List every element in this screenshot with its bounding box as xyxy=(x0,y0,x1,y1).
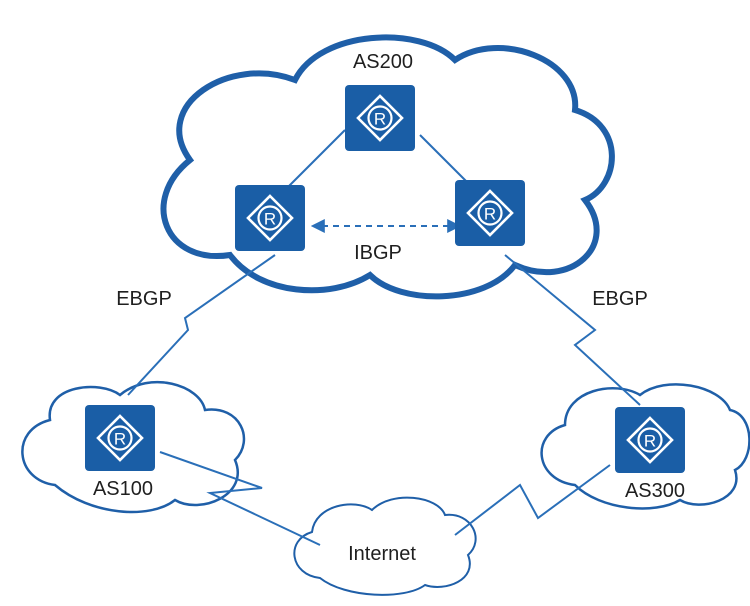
as200-label: AS200 xyxy=(353,51,413,73)
router-icon xyxy=(613,405,687,475)
internet-as300-link xyxy=(454,464,611,536)
as100-internet-link xyxy=(159,451,321,546)
router-icon xyxy=(453,178,527,248)
router-icon xyxy=(83,403,157,473)
link-as200-top-right xyxy=(419,134,471,186)
ebgp-left-link xyxy=(127,254,276,396)
ebgp-right-link xyxy=(504,254,641,406)
router-icon xyxy=(343,83,417,153)
router-icon xyxy=(233,183,307,253)
ibgp-label: IBGP xyxy=(354,242,402,264)
as300-label: AS300 xyxy=(625,480,685,502)
as100-label: AS100 xyxy=(93,478,153,500)
link-as200-top-left xyxy=(284,129,346,191)
ebgp-right-label: EBGP xyxy=(592,288,648,310)
internet-cloud xyxy=(293,496,477,596)
internet-label: Internet xyxy=(348,543,416,565)
ebgp-left-label: EBGP xyxy=(116,288,172,310)
